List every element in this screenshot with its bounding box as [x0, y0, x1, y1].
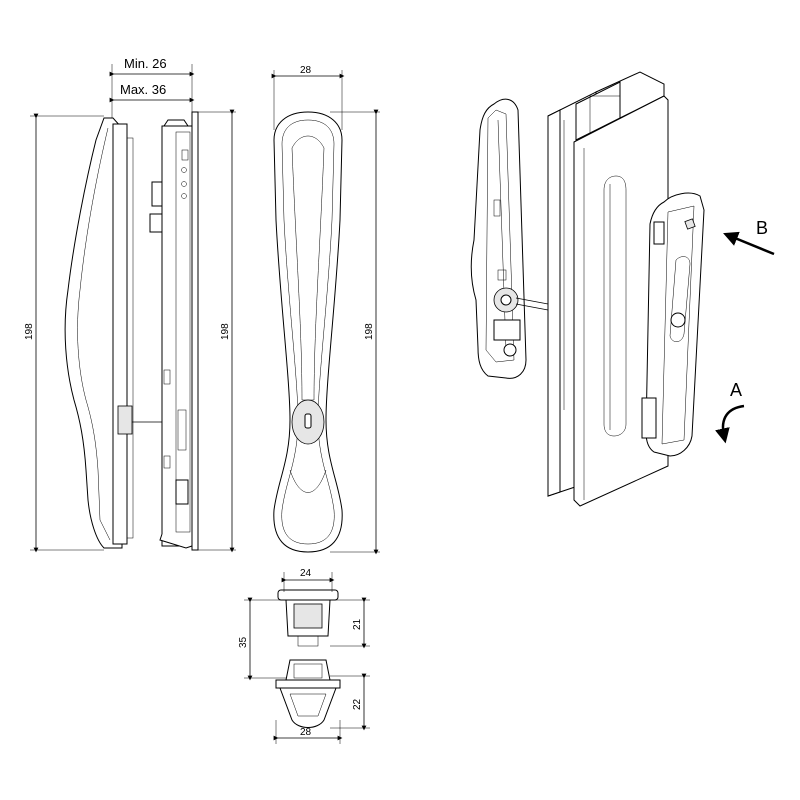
side-view-handle — [64, 117, 180, 549]
arrow-b: B — [723, 218, 775, 256]
bottom-view — [275, 589, 341, 728]
front-height-label: 198 — [364, 323, 375, 340]
min-gap-label: Min. 26 — [124, 56, 167, 71]
left-height-label: 198 — [24, 323, 35, 340]
bottom-lower-label: 22 — [352, 698, 363, 710]
outer-handle — [641, 192, 705, 457]
front-width-label: 28 — [300, 65, 312, 76]
isometric-assembly: B A — [470, 71, 775, 507]
bottom-total-label: 35 — [238, 636, 249, 648]
spindle-boss — [117, 405, 133, 435]
front-view-handle — [273, 111, 343, 553]
bottom-upper-label: 21 — [352, 618, 363, 630]
bottom-dimensions: 24 35 21 22 28 — [238, 568, 370, 744]
arrow-b-label: B — [756, 218, 768, 238]
arrow-a-label: A — [730, 380, 742, 400]
front-dimensions: 28 198 — [271, 65, 380, 555]
mid-height-label: 198 — [220, 323, 231, 340]
arrow-a: A — [715, 380, 745, 444]
max-gap-label: Max. 36 — [120, 82, 166, 97]
bottom-top-width-label: 24 — [300, 568, 312, 579]
inner-handle — [470, 98, 549, 379]
side-dimensions: Min. 26 Max. 36 198 198 — [24, 56, 236, 553]
side-view-lock-body — [149, 111, 199, 551]
bottom-width-label: 28 — [300, 727, 312, 738]
